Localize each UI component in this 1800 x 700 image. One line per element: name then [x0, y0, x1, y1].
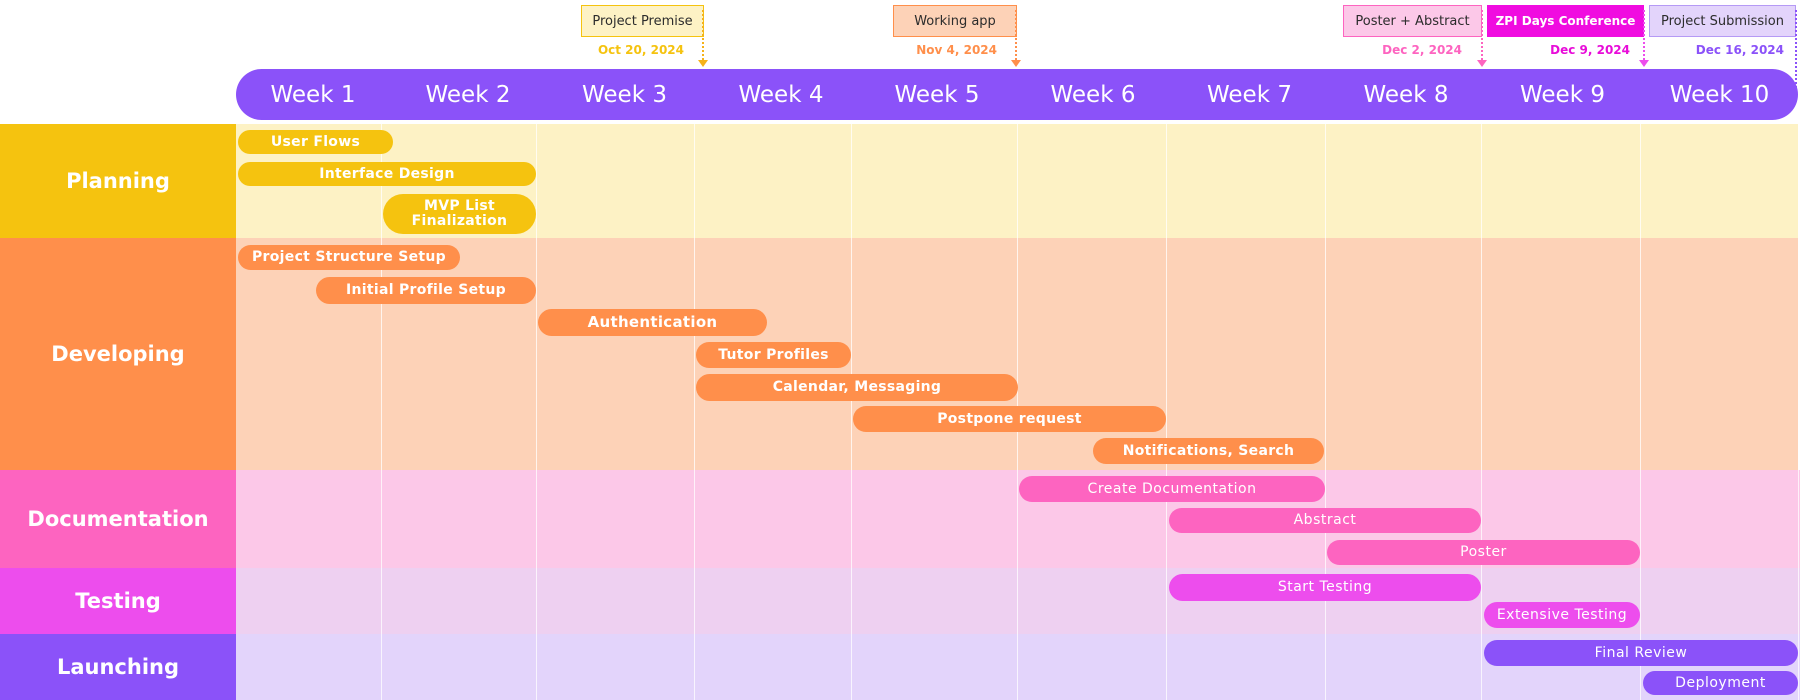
- task-bar[interactable]: Postpone request: [853, 406, 1166, 432]
- task-bar[interactable]: Tutor Profiles: [696, 342, 851, 368]
- week-gridline: [694, 124, 695, 700]
- week-gridline: [536, 124, 537, 700]
- milestone-arrow-icon: [1011, 60, 1021, 67]
- week-label: Week 9: [1520, 81, 1605, 108]
- task-bar[interactable]: User Flows: [238, 130, 393, 154]
- week-label: Week 2: [425, 81, 511, 108]
- task-bar[interactable]: Poster: [1327, 540, 1640, 565]
- week-label: Week 10: [1669, 81, 1770, 108]
- week-gridline: [381, 124, 382, 700]
- milestone-arrow-icon: [698, 60, 708, 67]
- task-bar[interactable]: Create Documentation: [1019, 476, 1325, 502]
- task-bar[interactable]: MVP List Finalization: [383, 194, 536, 234]
- milestone-zpi-days-conference: ZPI Days Conference: [1487, 5, 1644, 37]
- week-gridline: [1640, 124, 1641, 700]
- week-label: Week 7: [1207, 81, 1292, 108]
- task-bar[interactable]: Final Review: [1484, 640, 1798, 666]
- milestone-connector: [702, 10, 704, 60]
- week-gridline: [1325, 124, 1326, 700]
- week-label: Week 5: [894, 81, 980, 108]
- milestone-date-zpi-days: Dec 9, 2024: [1550, 43, 1630, 57]
- week-gridline: [1798, 124, 1799, 700]
- phase-label-documentation: Documentation: [0, 470, 236, 568]
- week-header: [236, 69, 1798, 120]
- task-bar[interactable]: Deployment: [1643, 671, 1798, 695]
- phase-label-testing: Testing: [0, 568, 236, 634]
- milestone-connector: [1643, 10, 1645, 60]
- task-bar[interactable]: Calendar, Messaging: [696, 374, 1018, 401]
- milestone-working-app: Working app: [893, 5, 1017, 37]
- week-label: Week 3: [582, 81, 667, 108]
- milestone-arrow-icon: [1477, 60, 1487, 67]
- task-bar[interactable]: Notifications, Search: [1093, 438, 1324, 464]
- phase-label-developing: Developing: [0, 238, 236, 470]
- milestone-date-project-premise: Oct 20, 2024: [597, 43, 684, 57]
- week-label: Week 8: [1363, 81, 1449, 108]
- milestone-connector: [1015, 10, 1017, 60]
- week-label: Week 1: [270, 81, 356, 108]
- task-bar[interactable]: Start Testing: [1169, 574, 1481, 601]
- task-bar[interactable]: Extensive Testing: [1484, 602, 1640, 628]
- milestone-date-working-app: Nov 4, 2024: [916, 43, 997, 57]
- milestone-date-project-submission: Dec 16, 2024: [1695, 43, 1784, 57]
- week-gridline: [1166, 124, 1167, 700]
- task-bar[interactable]: Abstract: [1169, 508, 1481, 533]
- phase-label-planning: Planning: [0, 124, 236, 238]
- task-bar[interactable]: Initial Profile Setup: [316, 277, 536, 304]
- milestone-poster-abstract: Poster + Abstract: [1343, 5, 1482, 37]
- week-gridline: [1481, 124, 1482, 700]
- milestone-connector: [1481, 10, 1483, 60]
- task-bar[interactable]: Interface Design: [238, 162, 536, 186]
- milestone-project-premise: Project Premise: [581, 5, 704, 37]
- milestone-connector: [1795, 10, 1797, 88]
- week-label: Week 6: [1050, 81, 1136, 108]
- task-bar[interactable]: Project Structure Setup: [238, 245, 460, 270]
- phase-label-launching: Launching: [0, 634, 236, 700]
- milestone-arrow-icon: [1639, 60, 1649, 67]
- milestones: Project Premise Oct 20, 2024 Working app…: [0, 0, 1800, 88]
- week-gridline: [851, 124, 852, 700]
- milestone-date-poster-abstract: Dec 2, 2024: [1382, 43, 1462, 57]
- task-bar[interactable]: Authentication: [538, 309, 767, 336]
- week-label: Week 4: [738, 81, 824, 108]
- milestone-project-submission: Project Submission: [1649, 5, 1796, 37]
